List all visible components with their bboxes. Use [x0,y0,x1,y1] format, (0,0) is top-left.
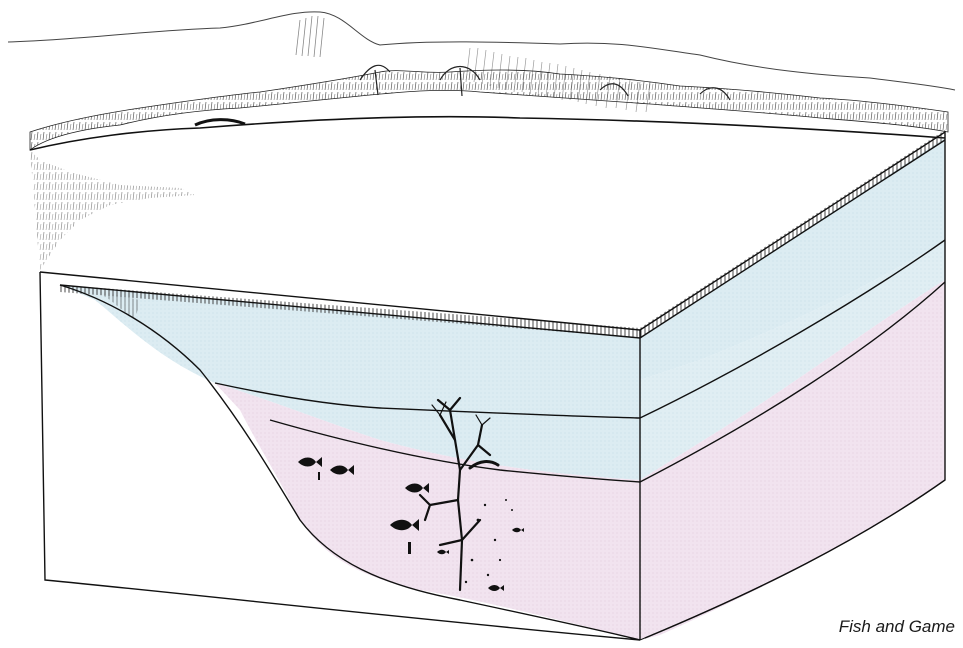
far-shoreline-trees [30,65,948,150]
lake-surface [30,117,945,150]
left-shore-vegetation [30,150,195,270]
credit-caption: Fish and Game [839,617,955,637]
side-face-water [640,138,945,640]
front-face-water [60,285,640,640]
